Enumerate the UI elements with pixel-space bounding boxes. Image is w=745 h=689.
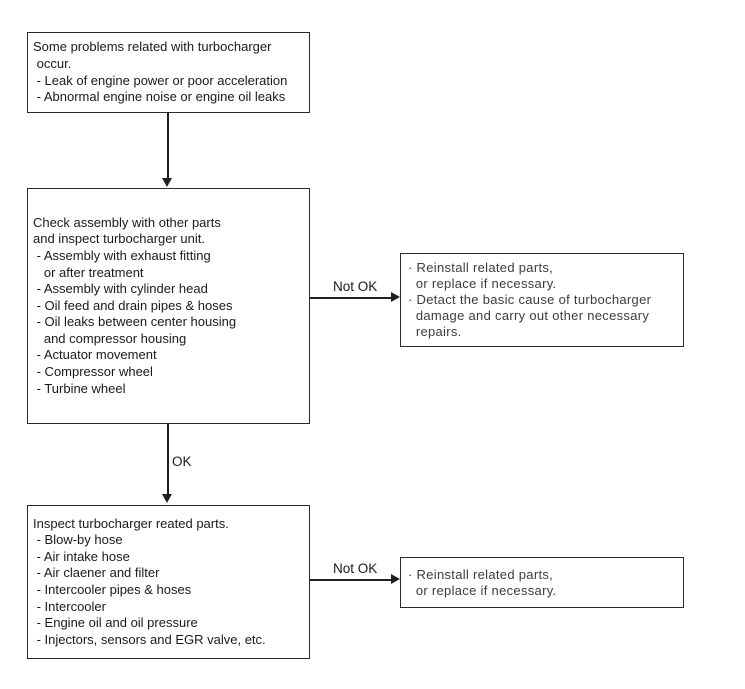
inspect-related-box-line: - Intercooler pipes & hoses [33, 582, 192, 597]
check-assembly-box: Check assembly with other parts and insp… [27, 188, 310, 424]
action-box-line: · Reinstall related parts, [408, 260, 554, 275]
check-assembly-box-line: or after treatment [33, 264, 144, 280]
inspect-related-box-line: - Injectors, sensors and EGR valve, etc. [33, 631, 266, 647]
flow-arrow-down-1 [167, 113, 169, 179]
check-assembly-box-line: - Oil feed and drain pipes & hoses [33, 297, 233, 313]
action-box-line: · Detact the basic cause of turbocharger [408, 292, 652, 307]
check-assembly-box-line: and inspect turbocharger unit. [33, 231, 205, 247]
check-assembly-box-line: - Assembly with exhaust fitting [33, 247, 211, 263]
inspect-related-box-line: - Engine oil and oil pressure [33, 615, 198, 631]
arrow-down-icon [162, 178, 172, 187]
check-assembly-box-line: - Oil leaks between center housing [33, 314, 237, 330]
inspect-related-box-line: - Air intake hose [33, 548, 130, 564]
arrow-right-icon [391, 292, 400, 302]
action-box-line: damage and carry out other necessary [408, 308, 650, 323]
check-assembly-box-line: - Actuator movement [33, 347, 157, 363]
not-ok-label-1: Not OK [333, 279, 378, 294]
problems-box-line: Some problems related with turbocharger [33, 39, 272, 55]
not-ok-label-2: Not OK [333, 561, 378, 576]
inspect-related-box-line: - Blow-by hose [33, 532, 123, 548]
problems-box-line: - Leak of engine power or poor accelerat… [33, 72, 288, 88]
inspect-related-box-line: - Air claener and filter [33, 565, 160, 581]
inspect-related-box-line: Inspect turbocharger reated parts. [33, 515, 229, 531]
ok-label: OK [172, 454, 192, 469]
reinstall-detact-action-box: · Reinstall related parts, or replace if… [400, 253, 684, 347]
check-assembly-box-line: and compressor housing [33, 330, 187, 346]
check-assembly-box-line: - Turbine wheel [33, 380, 126, 396]
reinstall-action-box: · Reinstall related parts, or replace if… [400, 557, 684, 608]
inspect-related-box-line: - Intercooler [33, 598, 106, 614]
action-box-line: · Reinstall related parts, [408, 566, 554, 582]
action-box-line: or replace if necessary. [408, 276, 557, 291]
arrow-right-icon [391, 574, 400, 584]
check-assembly-box-line: Check assembly with other parts [33, 214, 221, 230]
flow-arrow-not-ok-1 [310, 297, 391, 299]
action-box-line: repairs. [408, 324, 462, 339]
problems-box: Some problems related with turbocharger … [27, 32, 310, 113]
problems-box-line: occur. [33, 55, 72, 71]
inspect-related-parts-box: Inspect turbocharger reated parts. - Blo… [27, 505, 310, 659]
flow-arrow-not-ok-2 [310, 579, 391, 581]
arrow-down-icon [162, 494, 172, 503]
check-assembly-box-line: - Compressor wheel [33, 364, 153, 380]
action-box-line: or replace if necessary. [408, 582, 557, 598]
flow-arrow-ok [167, 424, 169, 495]
problems-box-line: - Abnormal engine noise or engine oil le… [33, 89, 286, 105]
check-assembly-box-line: - Assembly with cylinder head [33, 281, 208, 297]
